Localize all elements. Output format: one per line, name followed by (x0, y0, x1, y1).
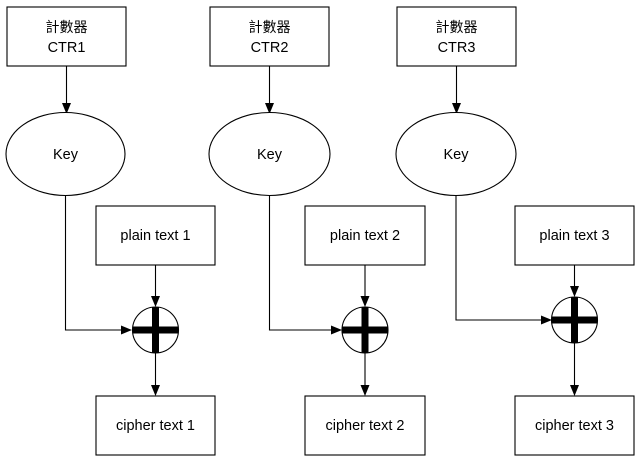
arrow-head-icon (151, 385, 160, 396)
ciphertext-box-2[interactable] (304, 395, 426, 456)
key-node-2[interactable]: Key (208, 111, 331, 197)
plaintext-node-3[interactable]: plain text 3 (514, 205, 635, 266)
ciphertext-box-3[interactable] (514, 395, 635, 456)
counter-box-3[interactable] (396, 6, 517, 67)
edge-key2-to-xor2 (268, 195, 342, 335)
arrow-head-icon (62, 103, 71, 114)
edge-plaintext3-to-xor3 (570, 265, 579, 297)
plaintext-node-1[interactable]: plain text 1 (95, 205, 216, 266)
edge-xor3-to-ciphertext3 (570, 343, 579, 396)
plaintext-label-2: plain text 2 (330, 228, 400, 244)
edge-counter2-to-key2 (265, 66, 274, 114)
edge-xor2-to-ciphertext2 (360, 353, 370, 396)
ciphertext-label-2: cipher text 2 (326, 418, 405, 434)
counter-label-3-line2: CTR3 (438, 40, 476, 56)
counter-box-1[interactable] (6, 6, 127, 67)
ciphertext-node-1[interactable]: cipher text 1 (95, 395, 216, 456)
ciphertext-node-2[interactable]: cipher text 2 (304, 395, 426, 456)
counter-label-2-line1: 計數器 (249, 20, 291, 36)
ciphertext-label-1: cipher text 1 (116, 418, 195, 434)
arrow-head-icon (121, 325, 132, 335)
edge-key3-to-xor3 (455, 195, 552, 325)
edge-plaintext2-to-xor2 (360, 265, 370, 307)
edge-plaintext1-to-xor1 (151, 265, 160, 307)
key-node-1[interactable]: Key (5, 111, 126, 197)
edge-counter3-to-key3 (452, 66, 461, 114)
counter-label-2-line2: CTR2 (251, 40, 289, 56)
arrow-head-icon (360, 385, 370, 396)
edge-xor1-to-ciphertext1 (151, 353, 160, 396)
plaintext-node-2[interactable]: plain text 2 (304, 205, 426, 266)
counter-label-3-line1: 計數器 (436, 20, 478, 36)
xor-vertical-bar-icon (361, 307, 369, 353)
plaintext-box-2[interactable] (304, 205, 426, 266)
ciphertext-node-3[interactable]: cipher text 3 (514, 395, 635, 456)
plaintext-box-3[interactable] (514, 205, 635, 266)
arrow-head-icon (570, 286, 579, 297)
counter-box-2[interactable] (209, 6, 330, 67)
key-label-3: Key (444, 147, 470, 163)
plaintext-label-1: plain text 1 (120, 228, 190, 244)
counter-label-1-line1: 計數器 (46, 20, 88, 36)
xor-operator-2[interactable] (341, 306, 389, 354)
counter-node-3[interactable]: 計數器 CTR3 (396, 6, 517, 67)
arrow-head-icon (570, 385, 579, 396)
key-node-3[interactable]: Key (395, 111, 517, 197)
ciphertext-box-1[interactable] (95, 395, 216, 456)
edge-counter1-to-key1 (62, 66, 71, 114)
arrow-head-icon (452, 103, 461, 114)
xor-operator-1[interactable] (131, 306, 180, 354)
counter-node-2[interactable]: 計數器 CTR2 (209, 6, 330, 67)
arrow-head-icon (265, 103, 274, 114)
edge-key1-to-xor1 (64, 195, 132, 335)
plaintext-label-3: plain text 3 (539, 228, 609, 244)
xor-vertical-bar-icon (571, 297, 578, 343)
arrow-head-icon (331, 325, 342, 335)
arrow-head-icon (360, 296, 370, 307)
key-label-1: Key (53, 147, 79, 163)
xor-vertical-bar-icon (152, 307, 159, 353)
counter-node-1[interactable]: 計數器 CTR1 (6, 6, 127, 67)
ciphertext-label-3: cipher text 3 (535, 418, 614, 434)
arrow-head-icon (151, 296, 160, 307)
xor-operator-3[interactable] (550, 296, 599, 344)
key-label-2: Key (257, 147, 283, 163)
counter-label-1-line2: CTR1 (48, 40, 86, 56)
arrow-head-icon (541, 315, 552, 325)
